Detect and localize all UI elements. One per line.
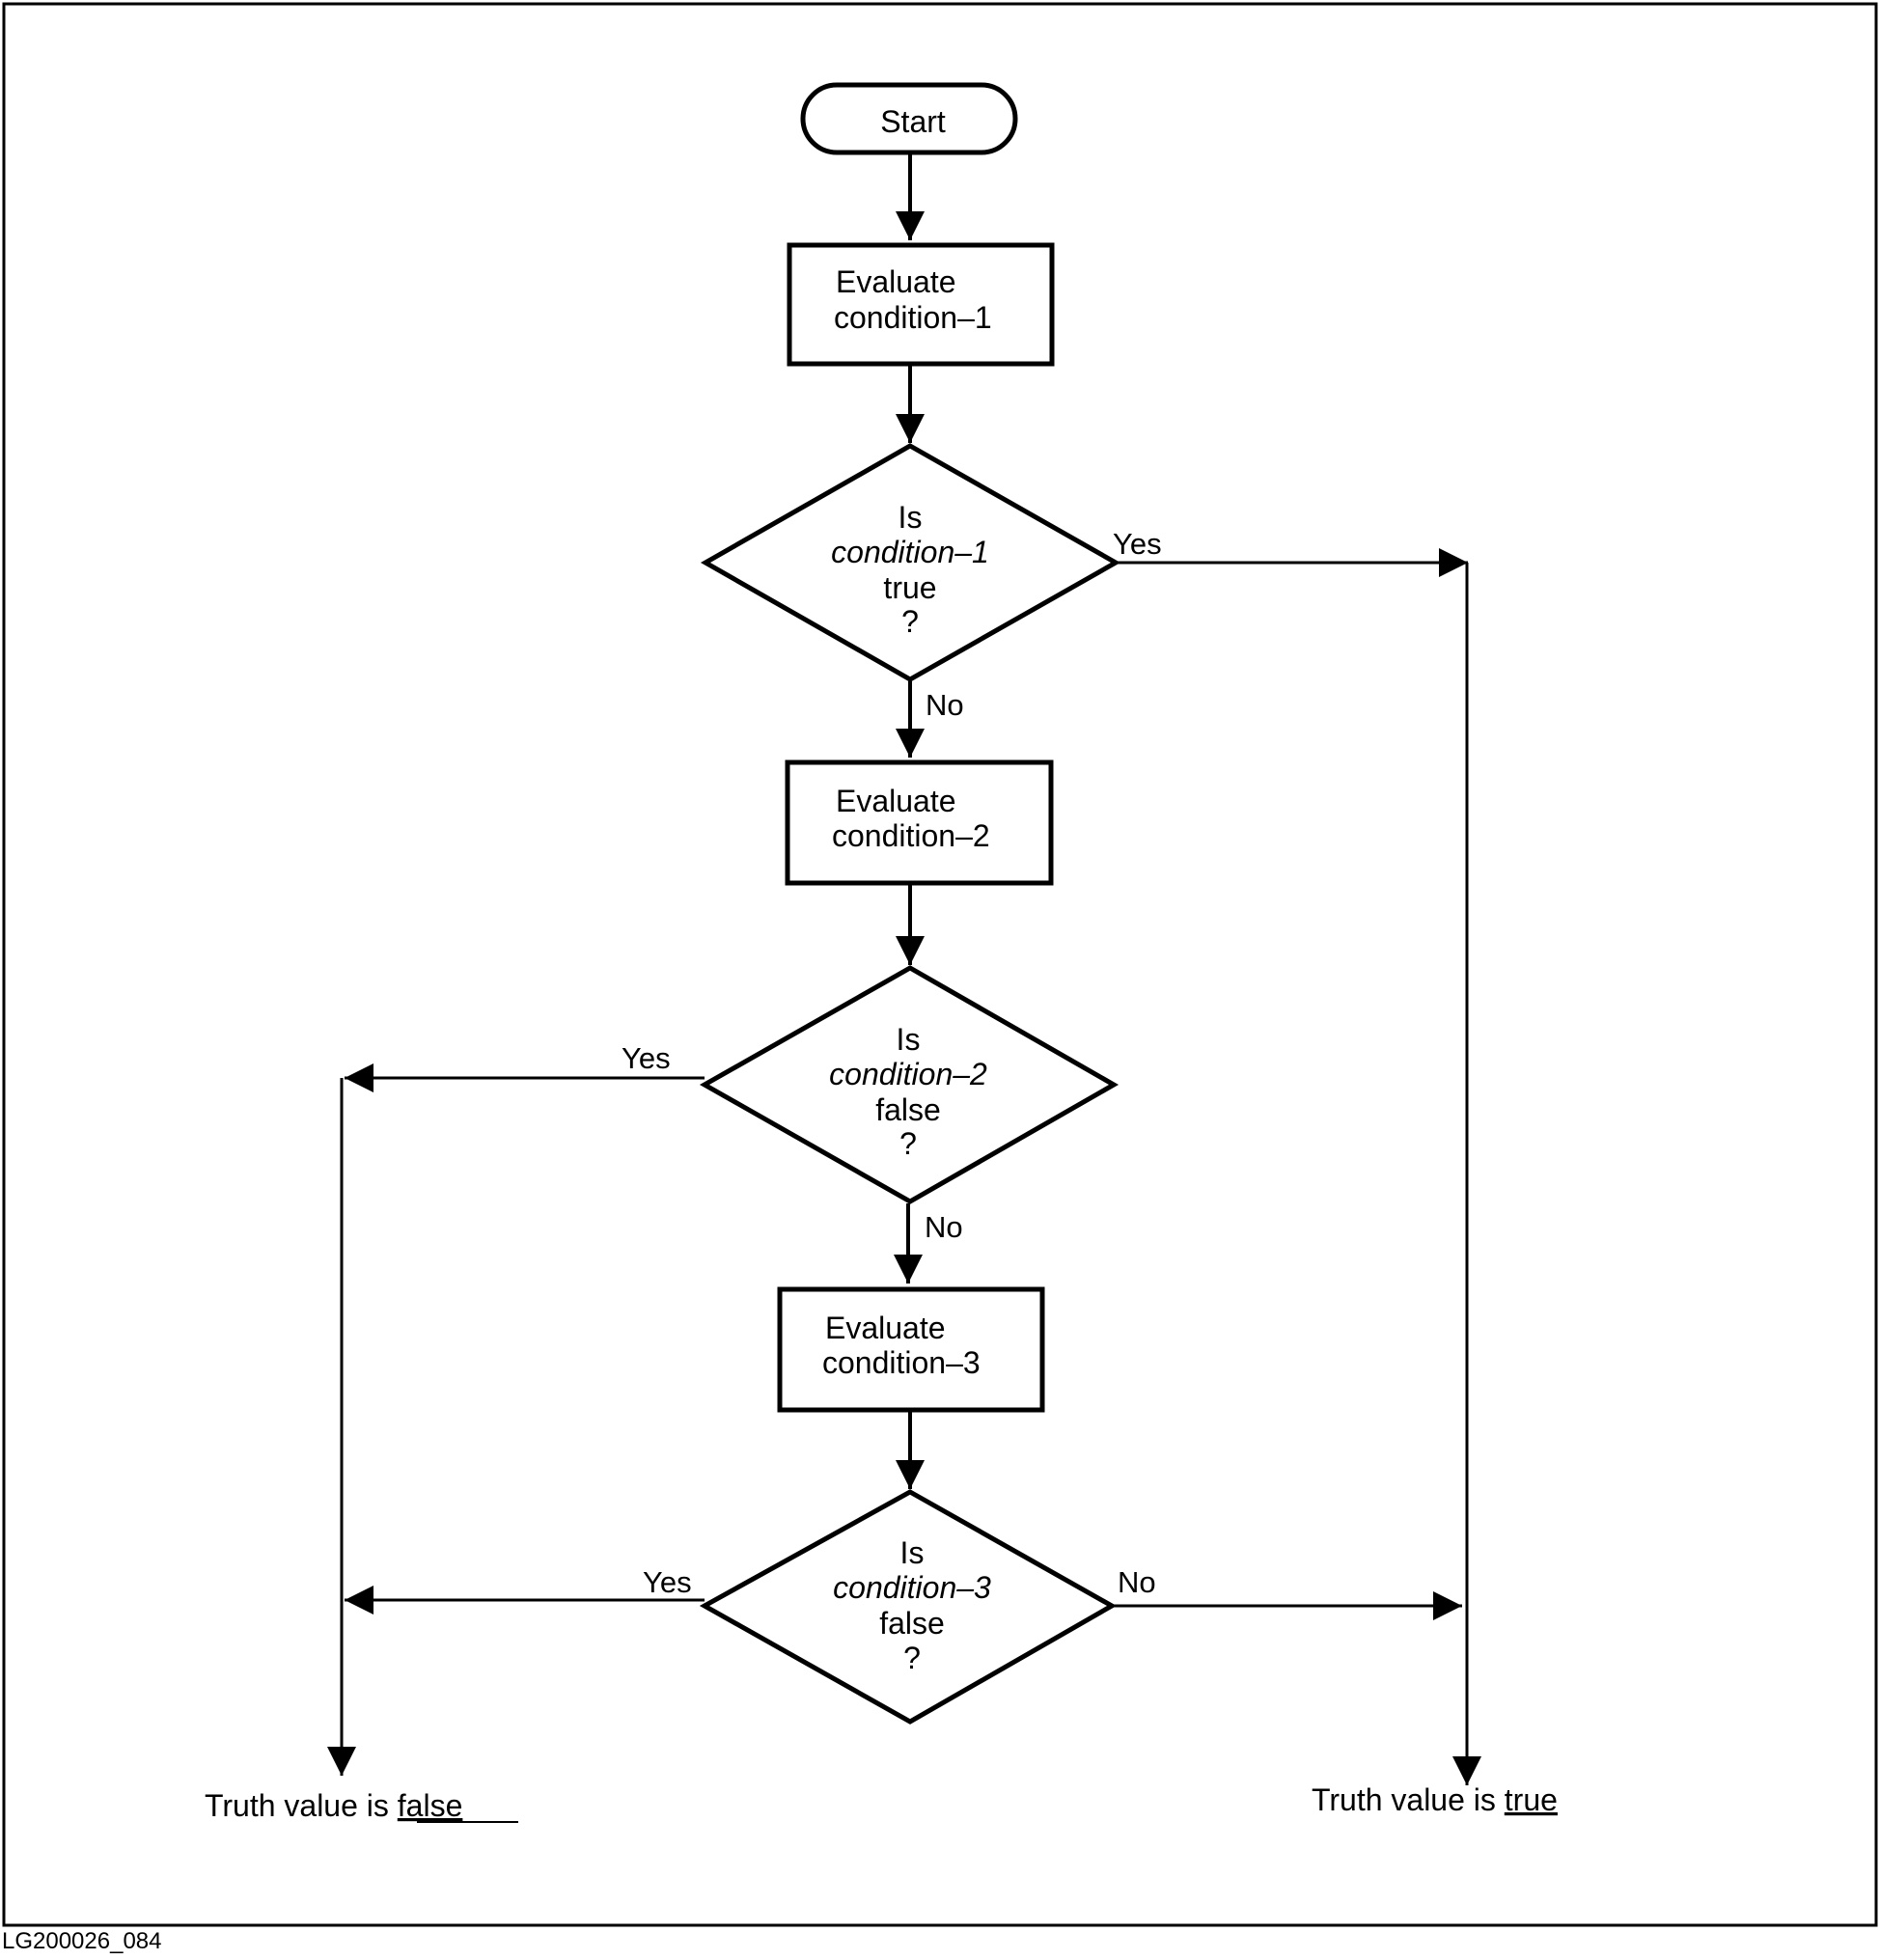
evaluate-condition-1-line2: condition–1 bbox=[834, 300, 992, 335]
start-node bbox=[800, 82, 1018, 155]
evaluate-condition-3-line2: condition–3 bbox=[822, 1345, 981, 1380]
evaluate-condition-2-box bbox=[785, 759, 1054, 886]
false-outcome-prefix: Truth value is bbox=[205, 1788, 389, 1823]
evaluate-condition-1-box bbox=[787, 242, 1055, 367]
decision2-no-label: No bbox=[925, 1210, 963, 1244]
decision1-yes-label: Yes bbox=[1113, 527, 1162, 561]
true-outcome-prefix: Truth value is bbox=[1312, 1782, 1496, 1817]
evaluate-condition-3-box bbox=[777, 1286, 1045, 1413]
decision-3-line4: ? bbox=[903, 1641, 921, 1675]
decision3-no-label: No bbox=[1118, 1565, 1156, 1599]
decision3-yes-label: Yes bbox=[643, 1565, 692, 1599]
false-outcome: Truth value is false bbox=[205, 1788, 462, 1823]
figure-id: LG200026_084 bbox=[2, 1928, 162, 1954]
decision-1-line2: condition–1 bbox=[831, 535, 989, 569]
evaluate-condition-2-line1: Evaluate bbox=[836, 784, 956, 818]
decision-3-line2: condition–3 bbox=[833, 1570, 991, 1605]
true-outcome-value: true bbox=[1505, 1782, 1558, 1817]
decision-condition-3-false bbox=[699, 1489, 1118, 1725]
decision-1-line4: ? bbox=[901, 604, 919, 639]
decision-2-line2: condition–2 bbox=[829, 1057, 987, 1091]
evaluate-condition-2-line2: condition–2 bbox=[832, 818, 990, 853]
decision-condition-1-true bbox=[700, 443, 1121, 682]
decision-1-line1: Is bbox=[899, 500, 923, 535]
decision-3-line1: Is bbox=[900, 1535, 925, 1570]
evaluate-condition-1-line1: Evaluate bbox=[836, 264, 956, 299]
true-outcome: Truth value is true bbox=[1312, 1782, 1558, 1817]
decision-condition-2-false bbox=[699, 965, 1120, 1204]
decision-2-line1: Is bbox=[897, 1022, 921, 1057]
decision-2-line3: false bbox=[875, 1092, 941, 1127]
start-label: Start bbox=[880, 104, 946, 139]
decision-3-line3: false bbox=[879, 1606, 945, 1641]
decision1-no-label: No bbox=[926, 688, 964, 722]
evaluate-condition-3-line1: Evaluate bbox=[825, 1311, 946, 1345]
decision2-yes-label: Yes bbox=[622, 1041, 671, 1075]
decision-1-line3: true bbox=[883, 570, 936, 605]
false-outcome-value: false bbox=[398, 1788, 463, 1823]
decision-2-line4: ? bbox=[899, 1126, 917, 1161]
